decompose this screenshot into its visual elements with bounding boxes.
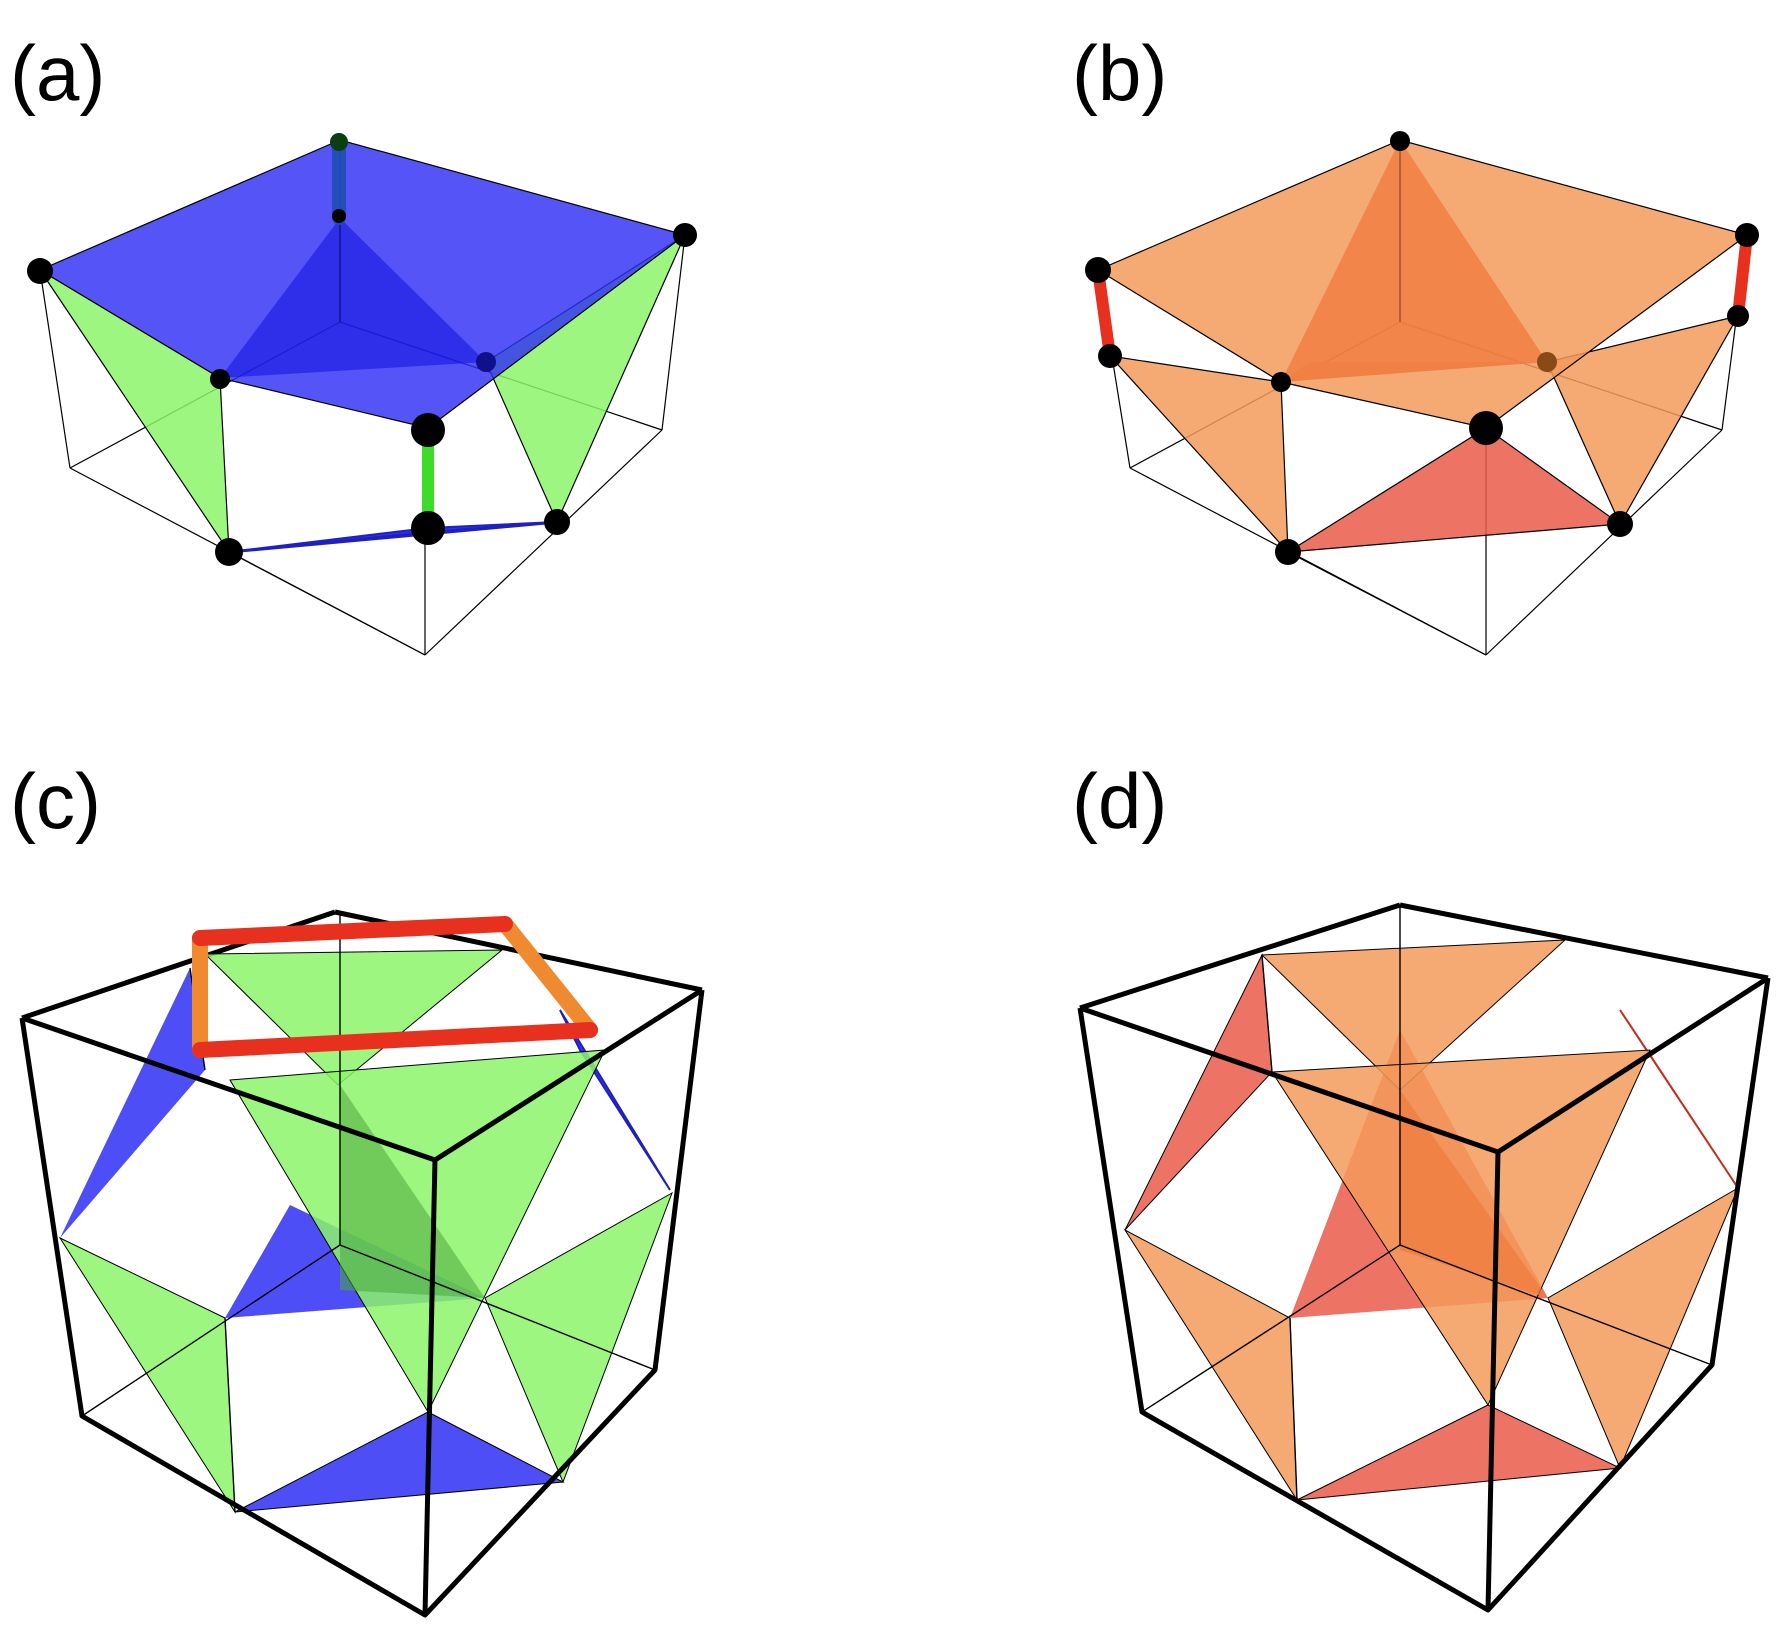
panel-c-green-left <box>58 1236 236 1514</box>
panel-b-orange-triangle-left <box>1108 355 1289 554</box>
panel-label-b: (b) <box>1072 29 1168 117</box>
panel-c-diagram <box>19 909 705 1618</box>
panel-d-frame-back <box>1079 902 1769 1011</box>
panel-c-blue-left <box>60 968 205 1238</box>
panel-d-orange-left <box>1123 1228 1298 1502</box>
panel-d-orange-big-dark <box>1400 1090 1548 1298</box>
panel-b-orange-triangle-right <box>1546 315 1740 526</box>
panel-c-green-top <box>203 949 504 1086</box>
panel-b-red-bond-left <box>1092 264 1116 362</box>
panel-c-frame-inner <box>81 912 656 1513</box>
panel-c-green-right <box>484 1191 673 1484</box>
panel-c-bond-loop <box>192 916 598 1058</box>
panel-a-blue-inner <box>220 218 486 378</box>
panel-b-orange-inner <box>1281 140 1547 382</box>
panel-label-a: (a) <box>10 29 106 117</box>
panel-label-d: (d) <box>1072 757 1168 845</box>
panel-c-blue-bottom <box>234 1411 565 1513</box>
panel-d-frame-inner <box>1141 905 1713 1501</box>
panel-d-diagram <box>1077 902 1771 1613</box>
panel-d-orange-top <box>1260 939 1567 1091</box>
panel-label-c: (c) <box>10 757 101 845</box>
panel-c-frame-front <box>19 987 705 1618</box>
panel-d-frame-front <box>1077 975 1771 1613</box>
panel-a-nodes <box>27 133 697 566</box>
panel-d-red-bottom <box>1296 1404 1622 1501</box>
panel-d-red-left <box>1124 953 1273 1231</box>
panel-b-red-triangle-bottom <box>1287 427 1622 553</box>
panel-d-orange-right <box>1547 1186 1740 1470</box>
panel-b-red-bond-right <box>1732 229 1753 322</box>
panel-b-nodes <box>1085 131 1759 565</box>
panel-b-diagram <box>1085 131 1759 656</box>
panel-a-diagram <box>27 133 697 656</box>
